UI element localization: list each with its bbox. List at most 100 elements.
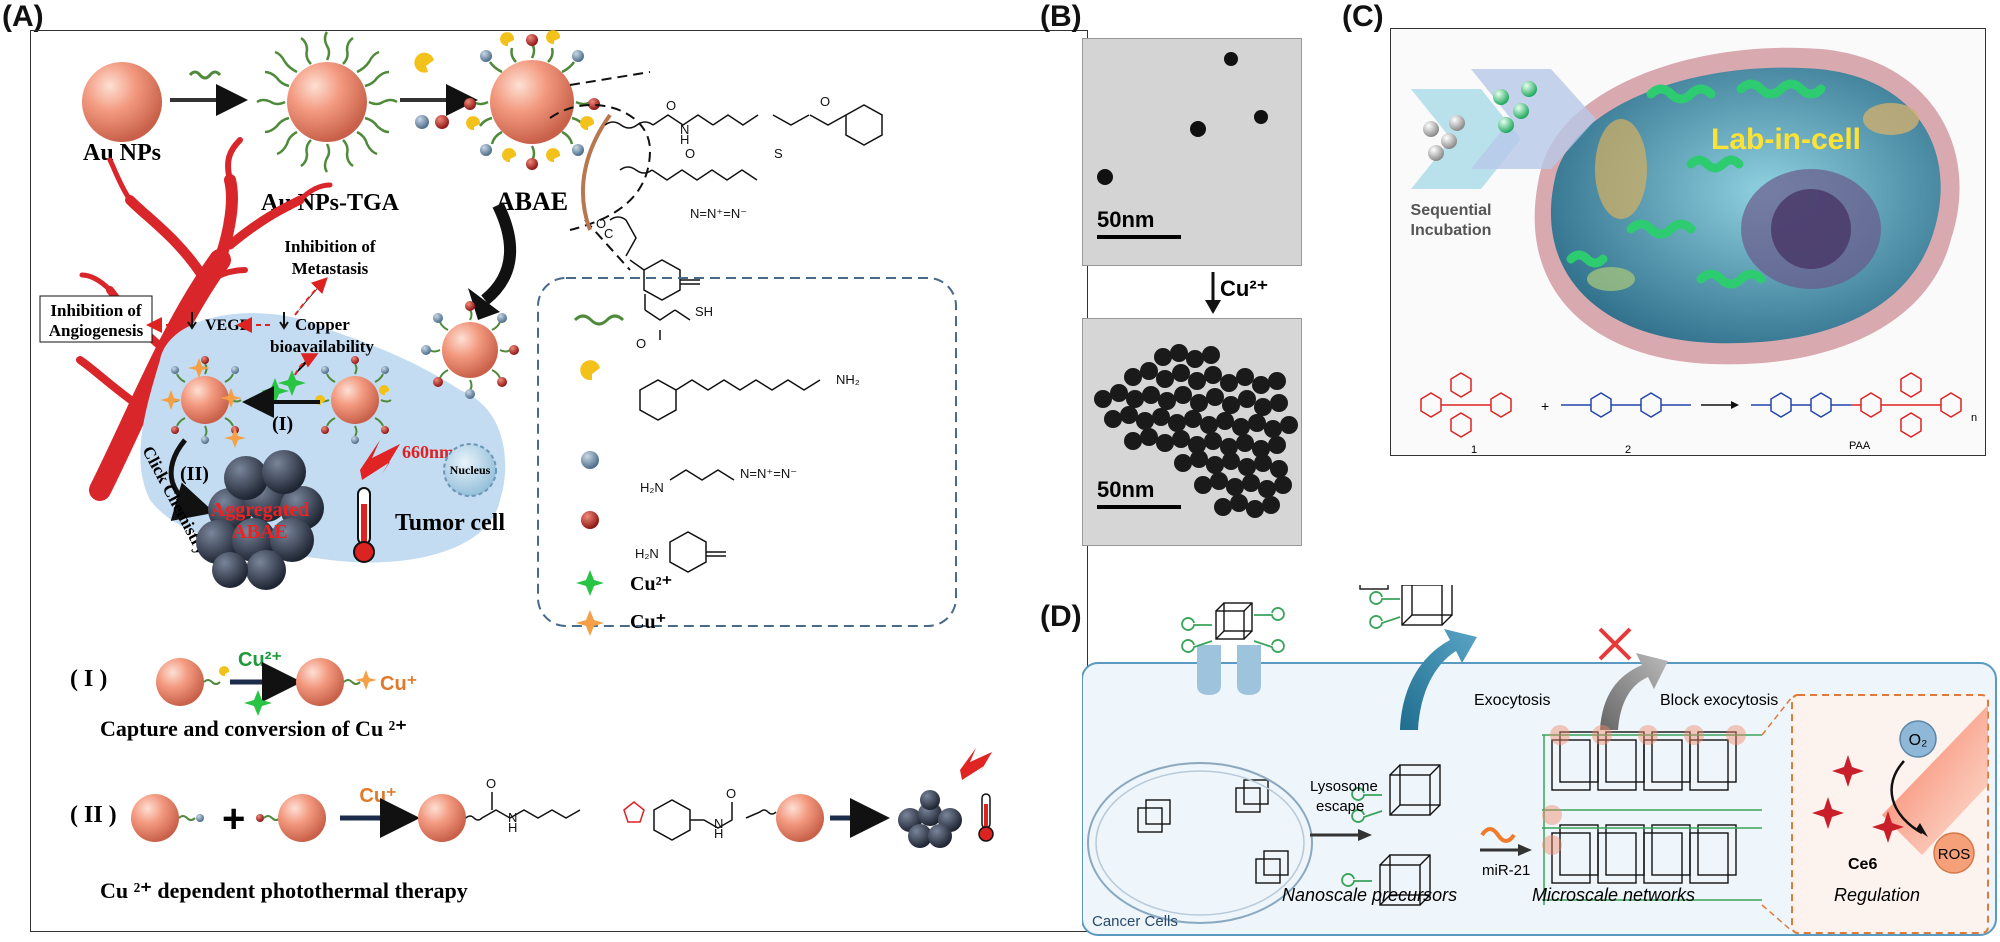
legend-nh2: NH₂ [836, 372, 860, 387]
row1-label: ( I ) [70, 666, 107, 692]
scheme-num-2: 2 [1625, 444, 1631, 456]
block-exocytosis-arrow [1600, 653, 1668, 730]
scheme-paa: PAA [1849, 440, 1871, 452]
panel-a-label: (A) [2, 0, 44, 33]
row2-label: ( II ) [70, 802, 117, 828]
lab-in-cell-label: Lab-in-cell [1711, 123, 1861, 156]
lightning-icon [360, 440, 400, 480]
chem-o-2: O [820, 94, 830, 109]
abae-particle [464, 30, 600, 170]
inhibition-angiogenesis-1: Inhibition of [50, 301, 142, 320]
step-two-label: (II) [180, 463, 209, 485]
legend-h2n-1: H₂N [640, 480, 664, 495]
aggregated-abae [196, 450, 324, 590]
lysosome-vesicle [1087, 762, 1313, 924]
aggregated-label-2: ABAE [232, 521, 288, 543]
legend-o: O [636, 336, 646, 351]
wavelength-label: 660nm [402, 442, 454, 462]
lysosome-label-1: Lysosome [1310, 778, 1378, 795]
copper-label-2: bioavailability [270, 337, 374, 356]
cancer-cells-label: Cancer Cells [1092, 913, 1178, 930]
inhibition-metastasis-2: Metastasis [292, 259, 369, 278]
ce6-label: Ce6 [1848, 856, 1877, 873]
legend-azide: N=N⁺=N⁻ [740, 466, 797, 481]
lysosome-label-2: escape [1316, 798, 1364, 815]
big-curved-arrow [481, 202, 517, 305]
cancer-cell-frame [1082, 662, 1997, 936]
inhibition-angiogenesis-2: Angiogenesis [49, 321, 144, 340]
legend-cu1-label: Cu⁺ [630, 611, 666, 633]
row1-caption: Capture and conversion of Cu ²⁺ [100, 716, 407, 741]
panel-a-diagram: Au NPs Au NPs-TGA [39, 30, 994, 903]
blood-vessel [76, 137, 333, 501]
chem-c: C [604, 226, 613, 241]
ros-label: ROS [1938, 846, 1971, 863]
sequential-label-1: Sequential [1411, 202, 1492, 219]
cell-particle-left [160, 356, 246, 448]
legend-sh: SH [695, 304, 713, 319]
scale-bar-top: 50nm [1097, 207, 1155, 232]
row1-cu1-label: Cu⁺ [380, 673, 417, 695]
light-beam [1882, 705, 1988, 855]
row2-o-2: O [726, 786, 736, 801]
mir21-label: miR-21 [1482, 862, 1530, 879]
tem-image-top: 50nm [1082, 38, 1302, 266]
microscale-network [1551, 731, 1737, 884]
nucleus [443, 443, 497, 497]
o2-label: O₂ [1909, 732, 1928, 749]
row2-n-2: N [714, 816, 723, 831]
chem-o-3: O [685, 146, 695, 161]
microscale-label: Microscale networks [1532, 885, 1695, 905]
chem-azide: N=N⁺=N⁻ [690, 206, 747, 221]
block-exocytosis-label: Block exocytosis [1660, 692, 1778, 709]
aggregated-label-1: Aggregated [211, 499, 310, 521]
nucleus-label: Nucleus [450, 463, 491, 477]
regulation-label: Regulation [1834, 885, 1920, 905]
thermometer-icon [353, 487, 375, 563]
panel-c-label: (C) [1342, 0, 1384, 33]
legend-h2n-2: H₂N [635, 546, 659, 561]
row2-cu1-label: Cu⁺ [359, 785, 396, 807]
row2-o-1: O [486, 776, 496, 791]
cu2-arrow-label: Cu²⁺ [1220, 276, 1269, 301]
sequential-label-2: Incubation [1411, 222, 1492, 239]
legend-box [537, 277, 957, 627]
row2-plus: + [222, 797, 245, 841]
scale-bar-bottom: 50nm [1097, 477, 1155, 503]
inhibition-metastasis-1: Inhibition of [284, 237, 376, 256]
au-nps-label: Au NPs [83, 140, 161, 166]
scheme-n: n [1971, 412, 1977, 424]
exocytosis-label: Exocytosis [1474, 692, 1550, 709]
row2-n-1: N [508, 810, 517, 825]
row2-caption: Cu ²⁺ dependent photothermal therapy [100, 878, 468, 903]
tem-image-bottom: 50nm [1082, 318, 1302, 546]
ros-bubble [1933, 832, 1975, 874]
chem-s-1: S [774, 146, 783, 161]
panel-c-frame: Lab-in-cell Sequential Incubation [1390, 28, 1986, 456]
row1-cu2-label: Cu²⁺ [238, 649, 282, 671]
tumor-cell-label: Tumor cell [395, 510, 505, 536]
row2-h-1: H [508, 820, 517, 835]
o2-bubble [1899, 720, 1937, 758]
chem-o-4: O [596, 216, 606, 231]
chem-h-1: H [680, 132, 689, 147]
step-one-label: (I) [272, 413, 293, 435]
scheme-plus: + [1541, 398, 1549, 414]
panel-d-label: (D) [1040, 600, 1082, 633]
panel-d-diagram: Lysosome escape Exocytosis miR-21 Block … [1082, 585, 1997, 936]
legend-cu2-label: Cu²⁺ [630, 573, 672, 595]
row2-h-2: H [714, 826, 723, 841]
exocytosis-arrow [1400, 629, 1477, 730]
nanoscale-label: Nanoscale precursors [1282, 885, 1457, 905]
panel-b-label: (B) [1040, 0, 1082, 33]
scheme-num-1: 1 [1471, 444, 1477, 456]
cell-nucleus [1771, 189, 1851, 269]
copper-label-1: Copper [295, 315, 350, 334]
au-np-bare [82, 62, 162, 142]
au-np-tga [256, 31, 398, 173]
cell-particle-right [315, 356, 392, 444]
chem-n-1: N [680, 122, 689, 137]
abae-particle-small [421, 301, 519, 399]
abae-label: ABAE [496, 187, 568, 216]
chem-o-1: O [666, 98, 676, 113]
